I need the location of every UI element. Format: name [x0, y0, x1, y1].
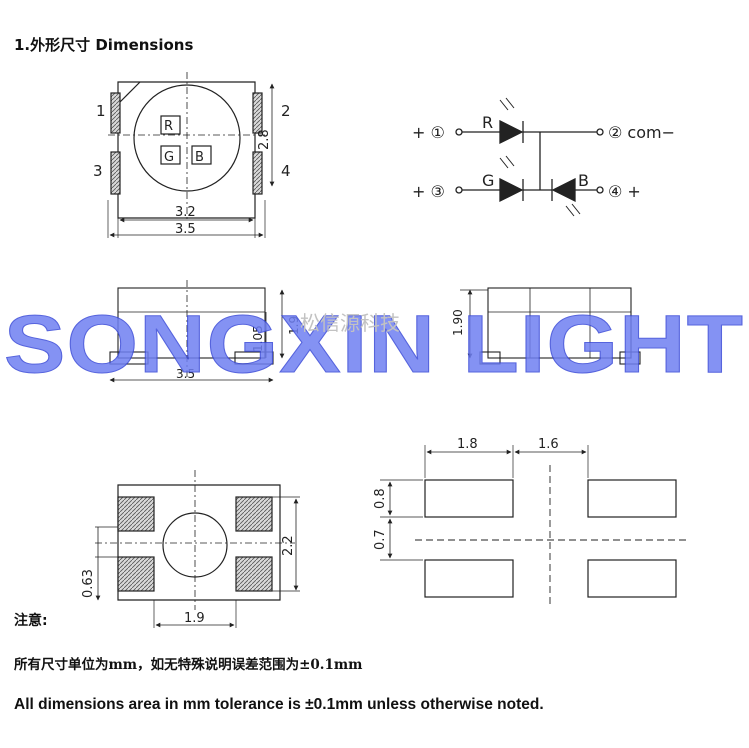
dim-label: 1.9 — [184, 611, 205, 626]
schematic-label: B — [578, 171, 589, 190]
dim-label: 2.2 — [281, 535, 296, 556]
pin-label: 4 — [281, 162, 291, 180]
top-view — [107, 72, 275, 238]
dim-label: 2.8 — [257, 129, 272, 150]
chip-label: G — [164, 150, 174, 165]
dim-label: 1.90 — [451, 309, 465, 336]
note-chinese: 所有尺寸单位为mm，如无特殊说明误差范围为±0.1mm — [14, 657, 363, 673]
dim-label: 0.63 — [81, 569, 96, 598]
pin-label: 3 — [93, 162, 103, 180]
dim-label: 3.5 — [176, 367, 195, 381]
watermark-text: SONGXIN LIGHT — [4, 299, 744, 390]
terminal-label: + ① — [412, 123, 445, 142]
schematic — [455, 97, 604, 217]
schematic-label: R — [482, 113, 493, 132]
watermark: SONGXIN LIGHT 松信源科技 — [4, 299, 744, 391]
side-view-left — [109, 280, 285, 383]
bottom-view — [95, 470, 300, 628]
schematic-label: G — [482, 171, 494, 190]
note-english: All dimensions area in mm tolerance is ±… — [14, 696, 544, 713]
section-title: 1.外形尺寸 Dimensions — [14, 36, 194, 54]
chip-label: B — [195, 150, 204, 165]
dim-label: 1.6 — [538, 437, 559, 452]
terminal-label: ④ + — [608, 182, 641, 201]
dim-label: 3.5 — [175, 222, 196, 237]
footprint-view — [380, 445, 690, 605]
dim-label: 1.05 — [251, 325, 265, 352]
dim-label: 1.8 — [457, 437, 478, 452]
notes-heading: 注意: — [14, 613, 48, 629]
dim-label: 0.7 — [373, 529, 388, 550]
pin-label: 2 — [281, 102, 291, 120]
terminal-label: + ③ — [412, 182, 445, 201]
side-view-right — [460, 287, 641, 365]
dim-label: 1.9 — [287, 316, 301, 335]
pin-label: 1 — [96, 102, 106, 120]
terminal-label: ② com− — [608, 123, 675, 142]
chip-label: R — [164, 119, 173, 134]
watermark-cn-text: 松信源科技 — [300, 311, 400, 335]
dim-label: 0.8 — [373, 488, 388, 509]
dim-label: 3.2 — [175, 205, 196, 220]
